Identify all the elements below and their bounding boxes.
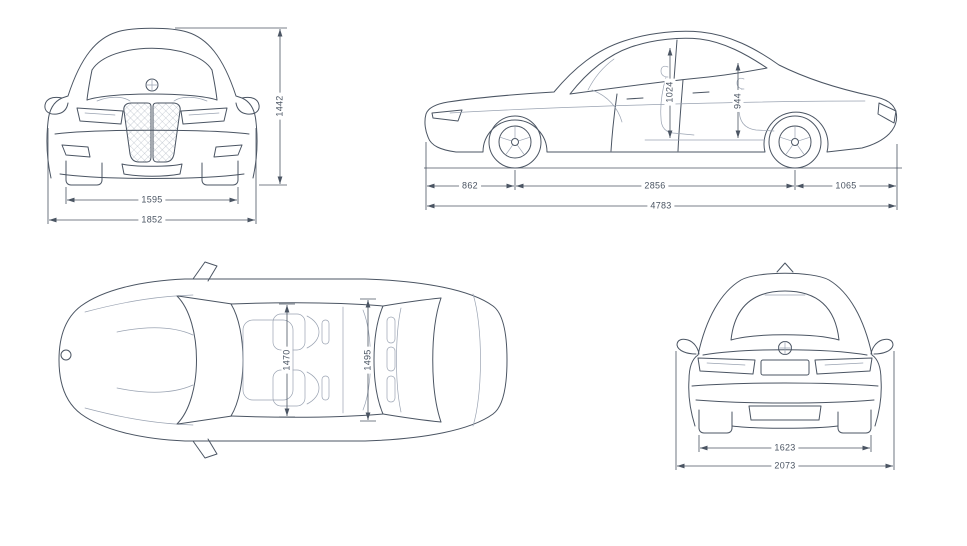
rear-view: 1623 2073	[665, 258, 905, 478]
roundel-badge	[60, 349, 72, 361]
dim-overall-width: 1852	[138, 214, 166, 226]
dim-front-interior-height: 1024	[664, 78, 676, 106]
dim-overall-height: 1442	[274, 92, 286, 120]
kidney-grille-right	[152, 102, 181, 163]
rear-car-art	[676, 262, 894, 434]
dim-track-width: 1595	[138, 194, 166, 206]
dim-wheelbase: 2856	[641, 180, 669, 192]
front-wheel	[488, 115, 542, 169]
left-taillight	[697, 357, 756, 375]
windshield-top	[230, 303, 244, 417]
right-taillight	[814, 357, 873, 375]
front-view: 1442 1595 1852	[35, 8, 295, 236]
dim-rear-interior-width: 1495	[362, 346, 374, 374]
front-left-wheel	[65, 160, 103, 186]
top-view-drawing	[58, 261, 508, 459]
headlight	[431, 109, 463, 122]
rear-view-drawing	[675, 262, 895, 470]
left-headlight	[76, 107, 124, 125]
side-view-drawing	[424, 30, 902, 210]
dim-front-interior-width: 1470	[281, 346, 293, 374]
left-mirror	[192, 261, 218, 282]
front-view-drawing	[44, 27, 287, 224]
dim-overall-length: 4783	[647, 200, 675, 212]
rear-wheel	[768, 115, 822, 169]
kidney-grille-left	[123, 102, 152, 163]
front-car-art	[44, 27, 260, 186]
left-mirror	[44, 96, 69, 115]
rear-right-wheel	[837, 409, 872, 434]
right-mirror	[235, 96, 260, 115]
taillight	[877, 102, 897, 124]
sunroof	[242, 319, 294, 401]
front-right-wheel	[201, 160, 239, 186]
side-car-art	[424, 30, 898, 169]
rear-left-wheel	[698, 409, 733, 434]
top-dimension-lines	[279, 298, 376, 422]
dim-width-incl-mirrors: 2073	[771, 460, 799, 472]
rear-window	[373, 305, 384, 415]
right-mirror	[870, 338, 894, 355]
antenna-fin	[776, 262, 794, 273]
dim-rear-overhang: 1065	[832, 180, 860, 192]
rear-window	[730, 290, 840, 341]
dim-rear-interior-height: 944	[732, 90, 744, 112]
windshield-base	[176, 295, 197, 425]
side-view: 1024 944 862 2856 1065 4783	[420, 10, 920, 220]
dim-rear-track-width: 1623	[771, 442, 799, 454]
license-plate	[760, 359, 810, 376]
dim-front-overhang: 862	[459, 180, 481, 192]
left-mirror	[676, 338, 700, 355]
diffuser	[748, 405, 822, 421]
top-view: 1470 1495	[45, 250, 520, 470]
right-mirror	[192, 438, 218, 459]
right-headlight	[180, 107, 228, 125]
side-windows	[569, 37, 768, 95]
